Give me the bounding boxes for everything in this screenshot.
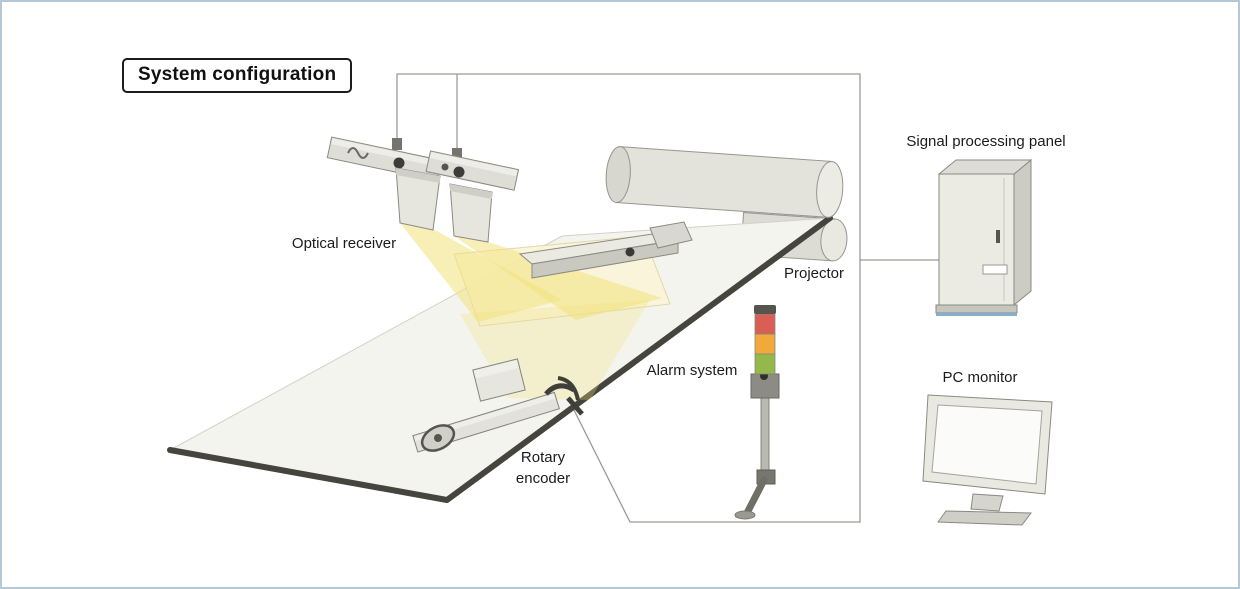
beam-2 bbox=[454, 236, 662, 320]
receiver2-clamp-dot bbox=[441, 163, 449, 171]
diagram-title: System configuration bbox=[122, 58, 353, 93]
projector-end-bracket bbox=[649, 221, 693, 249]
rotary-encoder-device bbox=[412, 358, 584, 453]
panel-base bbox=[935, 304, 1018, 314]
panel-side-face bbox=[1013, 158, 1032, 307]
alarm-pole bbox=[760, 397, 770, 479]
encoder-box bbox=[472, 358, 526, 402]
sheet-edge bbox=[167, 215, 833, 503]
alarm-foot bbox=[743, 476, 768, 517]
optical-receiver-left bbox=[326, 136, 442, 231]
panel-handle bbox=[996, 230, 1000, 243]
pc-monitor-device bbox=[922, 394, 1053, 526]
receiver2-arm bbox=[425, 150, 520, 191]
panel-base-blue-strip bbox=[936, 313, 1017, 316]
monitor-neck bbox=[970, 493, 1004, 512]
alarm-light-orange bbox=[754, 333, 776, 355]
wire-connector-1 bbox=[392, 138, 402, 150]
label-signal-processing-panel: Signal processing panel bbox=[906, 133, 1066, 150]
signal-loop-line bbox=[396, 73, 861, 523]
alarm-light-red bbox=[754, 313, 776, 335]
beam-1 bbox=[400, 223, 562, 322]
projector-bar bbox=[518, 221, 693, 279]
label-rotary-encoder: Rotary encoder bbox=[515, 449, 571, 487]
label-projector: Projector bbox=[783, 265, 845, 282]
receiver2-head bbox=[449, 183, 493, 243]
alarm-tower bbox=[734, 305, 780, 520]
upper-roller-body bbox=[615, 146, 833, 218]
encoder-wheel-hub bbox=[434, 434, 442, 442]
receiver1-spring bbox=[347, 147, 369, 159]
monitor-base bbox=[937, 510, 1032, 526]
receiver2-head-band bbox=[450, 184, 492, 199]
panel-top-face bbox=[937, 159, 1033, 175]
receiver2-pivot bbox=[453, 166, 465, 178]
lower-roller-cap bbox=[820, 218, 848, 262]
receiver1-head bbox=[395, 167, 441, 231]
alarm-base-plate bbox=[734, 510, 756, 520]
encoder-box-top bbox=[474, 360, 519, 379]
monitor-screen bbox=[931, 404, 1043, 485]
projector-pivot-dot bbox=[625, 247, 635, 257]
label-optical-receiver: Optical receiver bbox=[291, 235, 397, 252]
alarm-cap bbox=[754, 305, 776, 314]
upper-roller-cap-left bbox=[605, 146, 631, 204]
encoder-clamp-2 bbox=[557, 376, 580, 401]
connection-lines bbox=[392, 73, 939, 523]
wire-connector-2 bbox=[452, 148, 462, 160]
receiver1-pivot bbox=[393, 157, 405, 169]
receiver2-arm-highlight bbox=[430, 152, 518, 177]
upper-roller-cap-right bbox=[816, 160, 844, 218]
label-pc-monitor: PC monitor bbox=[942, 369, 1018, 386]
encoder-clamp-1 bbox=[544, 383, 576, 396]
label-alarm-system: Alarm system bbox=[646, 362, 738, 379]
panel-front-face bbox=[938, 173, 1015, 306]
panel-slot bbox=[982, 264, 1008, 275]
signal-processing-panel bbox=[935, 158, 1033, 316]
receiver1-head-band bbox=[396, 168, 440, 183]
upper-roller bbox=[605, 146, 844, 218]
alarm-light-green bbox=[754, 353, 776, 375]
receiver1-arm-highlight bbox=[331, 138, 441, 167]
encoder-clamp-3 bbox=[566, 396, 584, 416]
optical-receiver-right bbox=[425, 150, 520, 243]
